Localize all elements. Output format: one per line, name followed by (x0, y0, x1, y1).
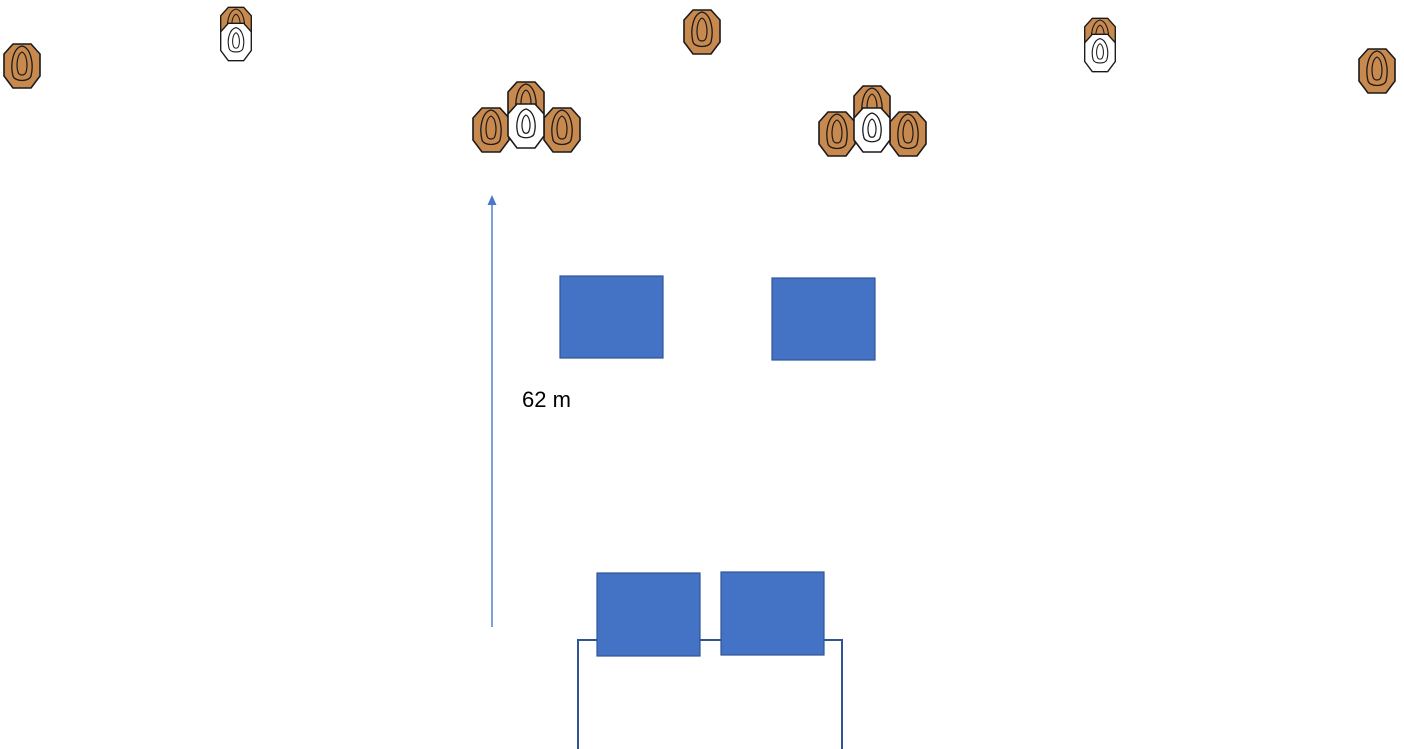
target-far-right (1358, 48, 1396, 94)
no-shoot-target (220, 22, 252, 62)
target-far-left (3, 43, 41, 89)
no-shoot-target (1084, 33, 1116, 73)
distance-label: 62 m (522, 387, 571, 412)
shoot-target (543, 107, 581, 153)
shoot-target (472, 107, 510, 153)
shooting-box-outline (577, 639, 843, 749)
target-pair-right (1084, 17, 1116, 73)
shoot-target (889, 111, 927, 157)
distance-arrow (487, 195, 497, 627)
barrier-mid-left (559, 275, 664, 359)
barrier-mid-right (771, 277, 876, 361)
target-pair-left (220, 6, 252, 62)
shoot-target (818, 111, 856, 157)
target-center-top (683, 9, 721, 55)
target-cluster-left (472, 81, 581, 153)
barrier-front-right (720, 571, 825, 656)
no-shoot-target (853, 107, 891, 153)
barrier-front-left (596, 572, 701, 657)
target-cluster-right (818, 85, 927, 157)
no-shoot-target (507, 103, 545, 149)
